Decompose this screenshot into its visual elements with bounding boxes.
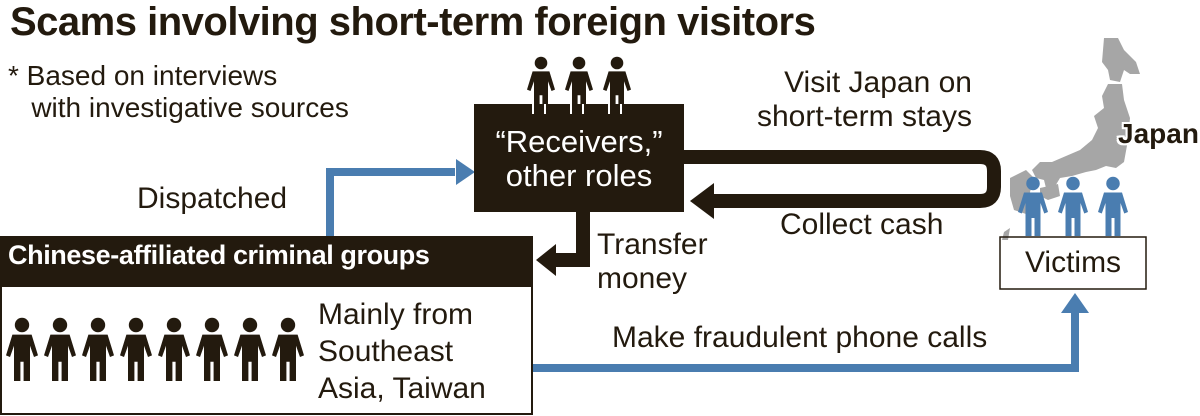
receivers-label: “Receivers,” other roles — [495, 124, 663, 193]
person-icon — [565, 56, 593, 112]
criminal-groups-box — [0, 285, 533, 415]
victims-person-icons — [1018, 176, 1128, 236]
transfer-money-arrowhead — [536, 244, 556, 276]
person-icon — [603, 56, 631, 112]
criminal-groups-description: Mainly from Southeast Asia, Taiwan — [318, 298, 486, 405]
page-title: Scams involving short-term foreign visit… — [10, 0, 816, 44]
source-note: * Based on interviews with investigative… — [8, 60, 349, 123]
receivers-box — [474, 104, 684, 212]
collect-cash-label: Collect cash — [780, 208, 944, 241]
receivers-person-icons — [527, 56, 631, 112]
phone-calls-arrow — [530, 293, 1089, 372]
victims-label: Victims — [1024, 246, 1122, 279]
person-icon — [527, 56, 555, 112]
criminal-groups-header: Chinese-affiliated criminal groups — [8, 240, 430, 270]
dispatched-arrowhead — [456, 159, 475, 185]
transfer-money-arrow — [536, 205, 590, 276]
collect-cash-arrowhead — [690, 183, 714, 219]
person-icon — [1058, 176, 1088, 236]
criminal-groups-header-bg — [0, 236, 533, 286]
victims-box — [999, 236, 1147, 290]
dispatched-arrow — [326, 159, 475, 238]
phone-calls-label: Make fraudulent phone calls — [612, 321, 988, 354]
visit-collect-loop-arrow — [650, 150, 1001, 219]
dispatched-label: Dispatched — [137, 182, 288, 215]
transfer-money-label: Transfer money — [597, 228, 708, 295]
visit-japan-label: Visit Japan on short-term stays — [756, 66, 972, 133]
phone-calls-arrowhead — [1061, 293, 1089, 313]
japan-label: Japan — [1118, 118, 1199, 149]
person-icon — [1098, 176, 1128, 236]
receivers-person-outline — [532, 104, 622, 114]
